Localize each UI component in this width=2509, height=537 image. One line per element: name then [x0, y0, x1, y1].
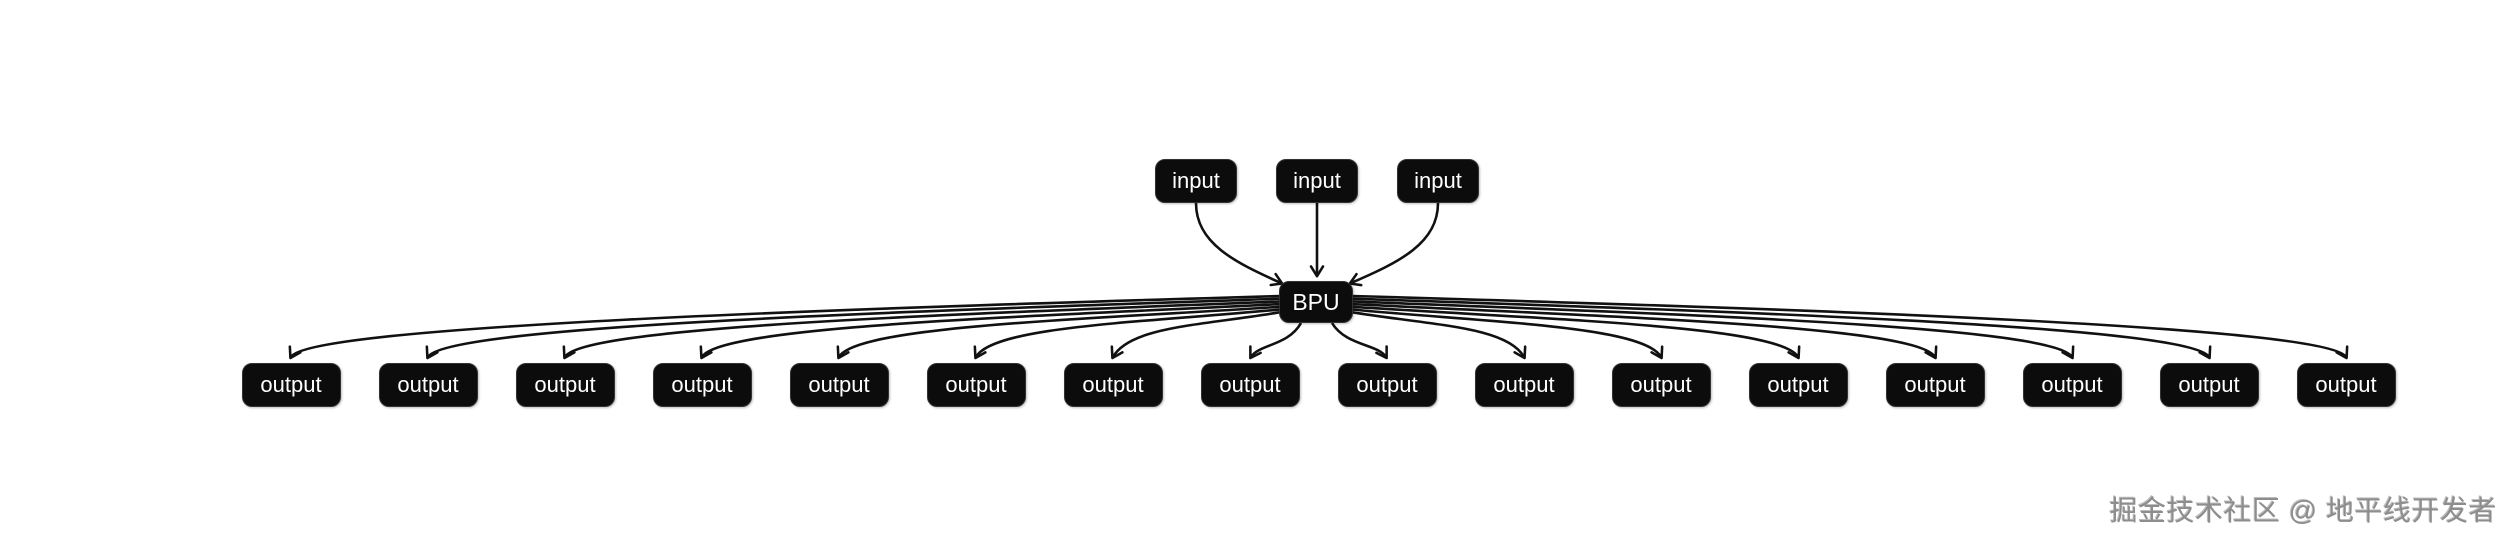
output-node: output	[241, 363, 341, 407]
output-node: output	[789, 363, 889, 407]
output-node: output	[652, 363, 752, 407]
edge	[836, 305, 1281, 360]
output-node: output	[1885, 363, 1985, 407]
bpu-node: BPU	[1279, 281, 1353, 323]
edge	[1110, 310, 1281, 360]
edge	[1330, 322, 1388, 360]
edge	[288, 294, 1281, 360]
edge	[562, 300, 1281, 360]
input-node: input	[1276, 159, 1358, 203]
output-node: output	[2296, 363, 2396, 407]
input-node: input	[1397, 159, 1479, 203]
output-node: output	[1611, 363, 1711, 407]
watermark-text: 掘金技术社区 @ 地平线开发者	[2109, 495, 2497, 526]
output-node: output	[926, 363, 1026, 407]
output-node: output	[1474, 363, 1574, 407]
edge	[1194, 202, 1284, 287]
edge	[1351, 302, 1938, 360]
edge	[1348, 202, 1440, 287]
output-node: output	[1337, 363, 1437, 407]
output-node: output	[378, 363, 478, 407]
edge	[425, 297, 1281, 360]
edge	[973, 308, 1281, 360]
edge	[1351, 297, 2212, 360]
edge	[1351, 294, 2349, 360]
edge	[1351, 310, 1527, 360]
edge	[1351, 300, 2075, 360]
edge	[699, 302, 1281, 360]
output-node: output	[1063, 363, 1163, 407]
edge	[1351, 308, 1664, 360]
output-node: output	[2022, 363, 2122, 407]
edge	[1351, 305, 1801, 360]
output-node: output	[515, 363, 615, 407]
input-node: input	[1155, 159, 1237, 203]
output-node: output	[1748, 363, 1848, 407]
edge	[1249, 322, 1303, 360]
output-node: output	[1200, 363, 1300, 407]
output-node: output	[2159, 363, 2259, 407]
